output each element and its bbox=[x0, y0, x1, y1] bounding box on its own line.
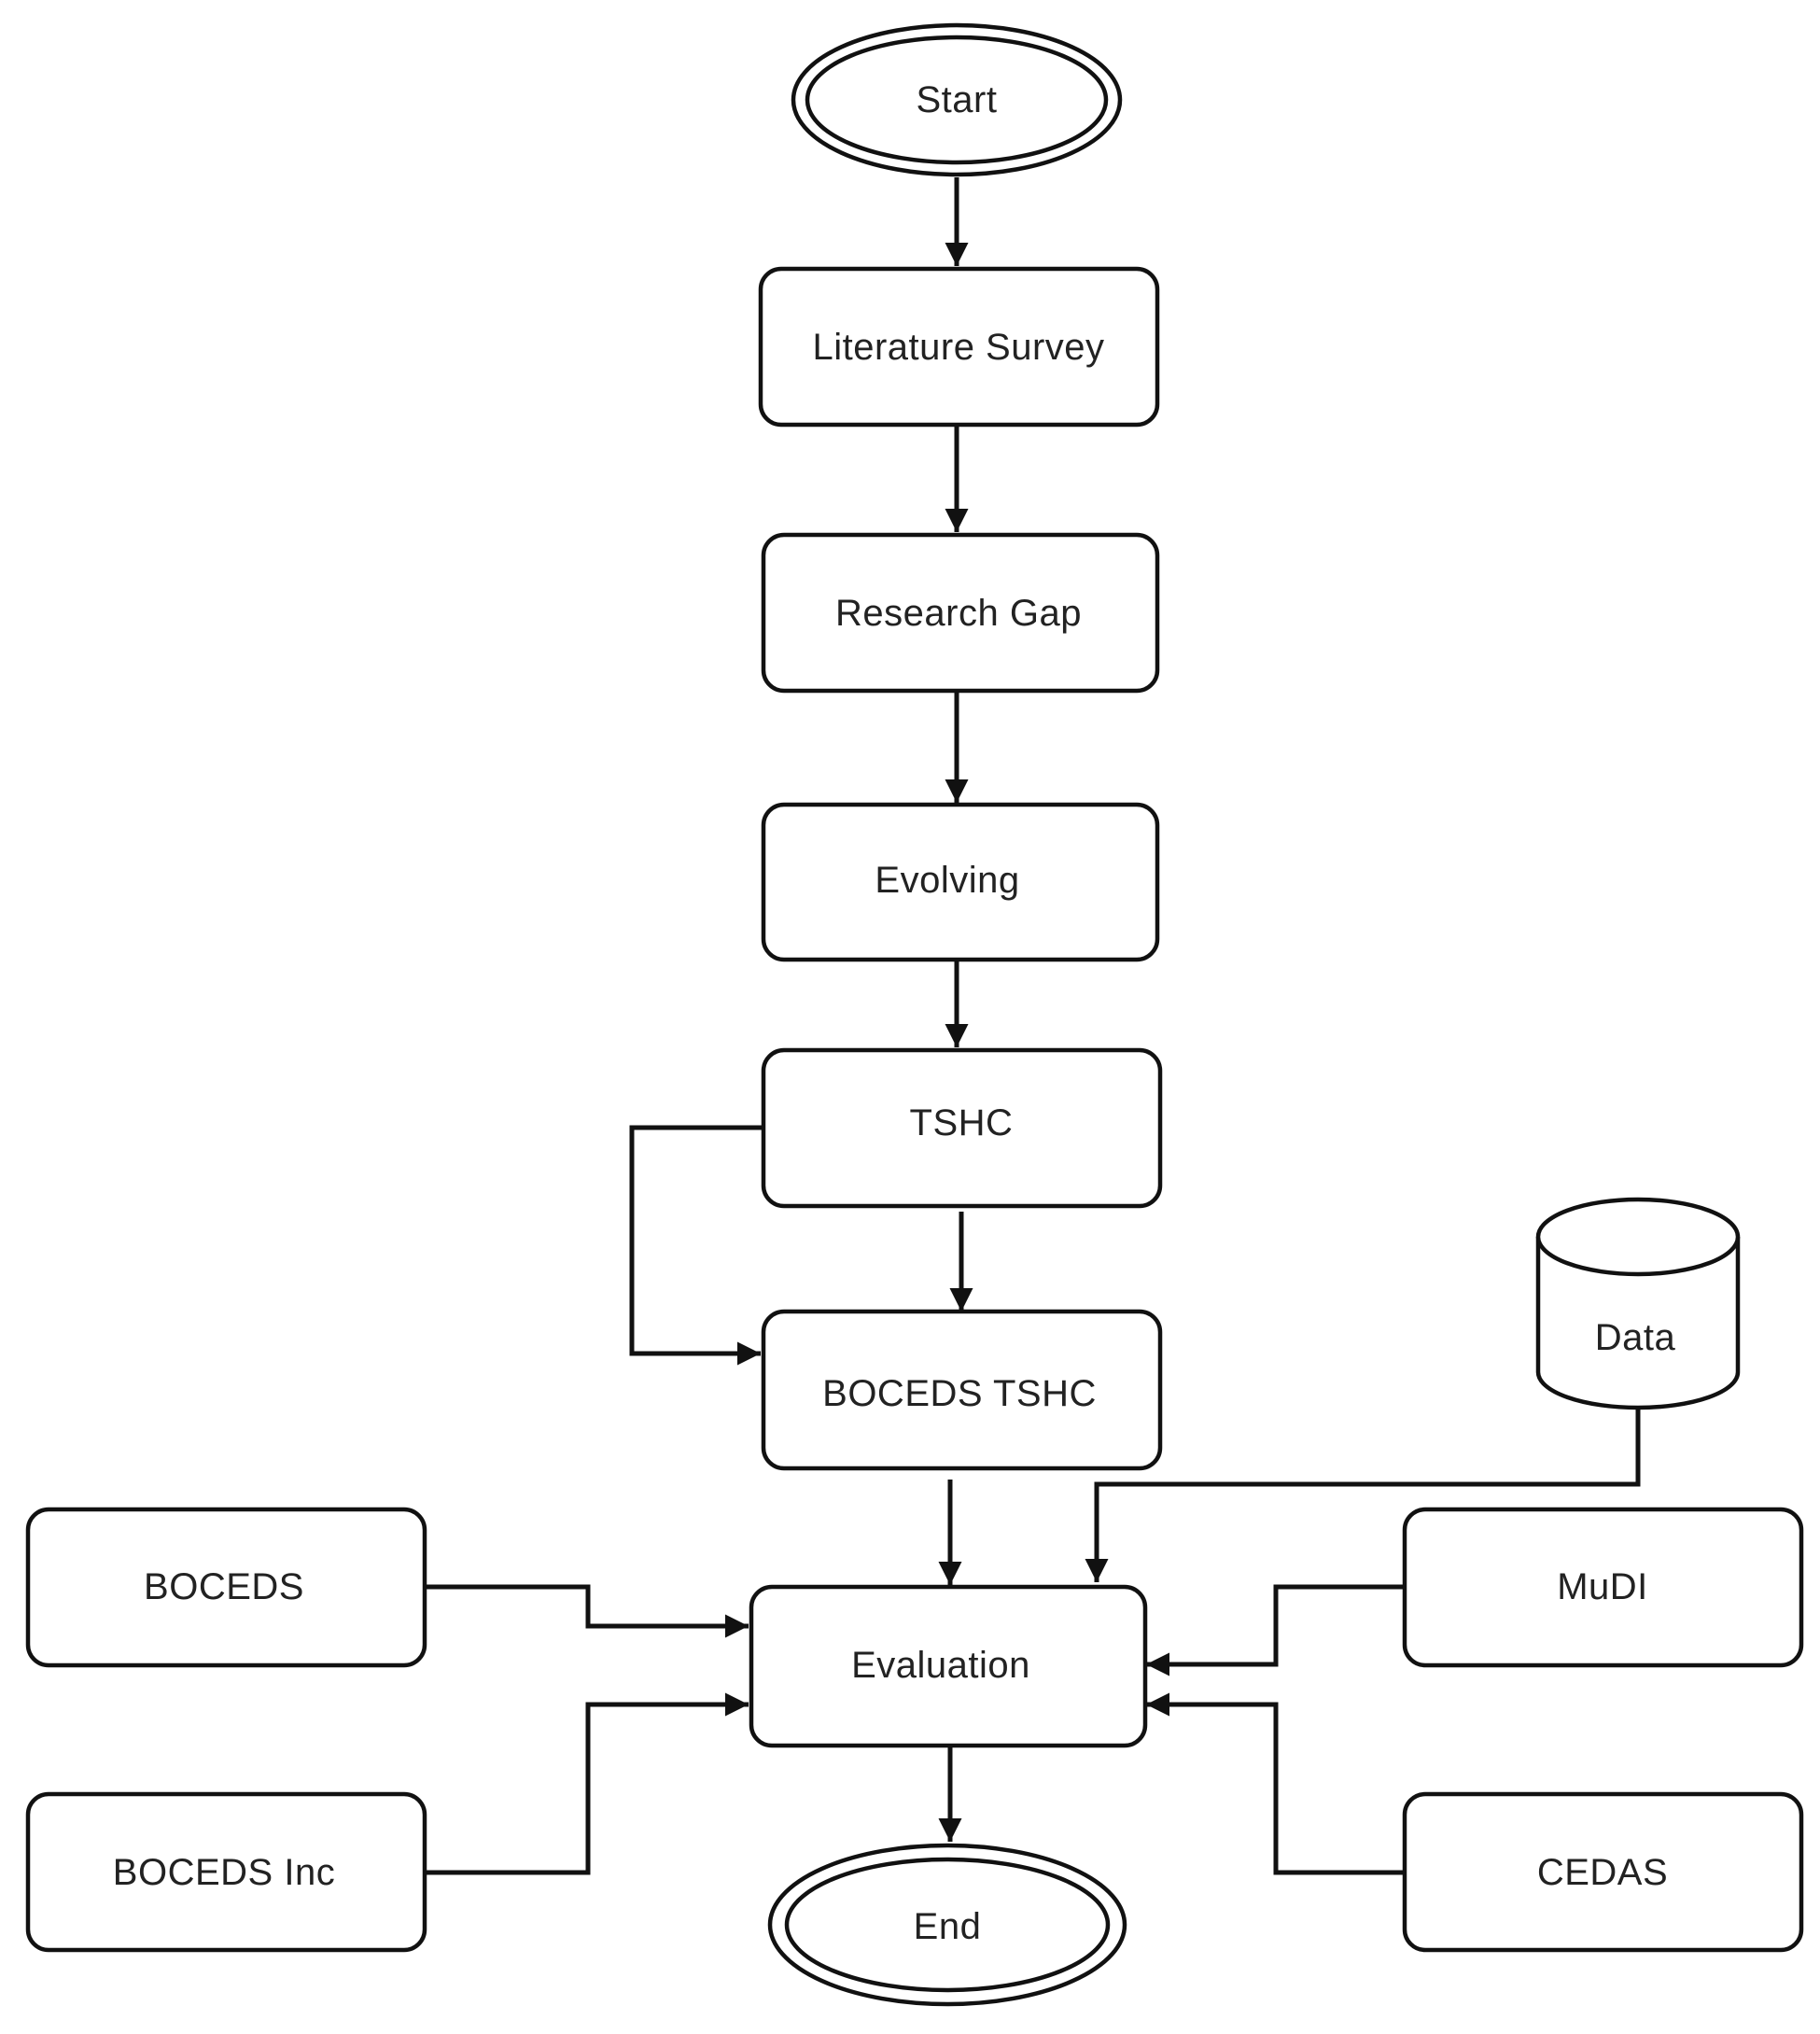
cedas-box bbox=[1402, 1791, 1804, 1953]
node-boceds: BOCEDS bbox=[25, 1507, 427, 1668]
node-end: End bbox=[767, 1843, 1127, 2007]
boceds-tshc-label: BOCEDS TSHC bbox=[822, 1373, 1097, 1414]
edge-data-to-evaluation bbox=[1085, 1408, 1641, 1582]
start-inner-ellipse bbox=[805, 35, 1109, 165]
literature-survey-label: Literature Survey bbox=[812, 327, 1104, 368]
boceds-label: BOCEDS bbox=[144, 1566, 304, 1607]
node-evolving: Evolving bbox=[761, 802, 1160, 962]
node-data: Data bbox=[1535, 1197, 1741, 1410]
tshc-box bbox=[761, 1047, 1163, 1209]
edge-cedas-to-evaluation bbox=[1146, 1692, 1405, 1875]
literature-survey-box bbox=[758, 266, 1160, 428]
mudi-box bbox=[1402, 1507, 1804, 1668]
node-boceds-inc: BOCEDS Inc bbox=[25, 1791, 427, 1953]
boceds-inc-box bbox=[25, 1791, 427, 1953]
boceds-inc-label: BOCEDS Inc bbox=[113, 1852, 335, 1893]
node-mudi: MuDI bbox=[1402, 1507, 1804, 1668]
edge-boceds-to-evaluation bbox=[425, 1584, 749, 1638]
research-gap-box bbox=[761, 532, 1160, 694]
research-gap-label: Research Gap bbox=[835, 593, 1082, 634]
end-inner-ellipse bbox=[784, 1857, 1111, 1993]
node-evaluation: Evaluation bbox=[749, 1584, 1148, 1748]
node-cedas: CEDAS bbox=[1402, 1791, 1804, 1953]
data-label: Data bbox=[1595, 1317, 1676, 1358]
edge-tshc-loop-to-boceds-tshc bbox=[629, 1125, 763, 1366]
evolving-box bbox=[761, 802, 1160, 962]
node-literature-survey: Literature Survey bbox=[758, 266, 1160, 428]
data-cylinder-body bbox=[1535, 1237, 1741, 1410]
cedas-label: CEDAS bbox=[1537, 1852, 1668, 1893]
tshc-label: TSHC bbox=[910, 1102, 1014, 1143]
node-start: Start bbox=[791, 22, 1123, 177]
data-cylinder-top bbox=[1535, 1197, 1741, 1277]
end-label: End bbox=[914, 1906, 982, 1947]
edge-boceds-inc-to-evaluation bbox=[425, 1692, 749, 1875]
boceds-box bbox=[25, 1507, 427, 1668]
evaluation-box bbox=[749, 1584, 1148, 1748]
mudi-label: MuDI bbox=[1557, 1566, 1648, 1607]
node-boceds-tshc: BOCEDS TSHC bbox=[761, 1309, 1163, 1471]
edge-mudi-to-evaluation bbox=[1146, 1584, 1405, 1676]
boceds-tshc-box bbox=[761, 1309, 1163, 1471]
evaluation-label: Evaluation bbox=[851, 1645, 1030, 1686]
node-research-gap: Research Gap bbox=[761, 532, 1160, 694]
evolving-label: Evolving bbox=[875, 860, 1019, 901]
node-tshc: TSHC bbox=[761, 1047, 1163, 1209]
edges bbox=[425, 177, 1641, 1875]
start-label: Start bbox=[917, 79, 998, 120]
